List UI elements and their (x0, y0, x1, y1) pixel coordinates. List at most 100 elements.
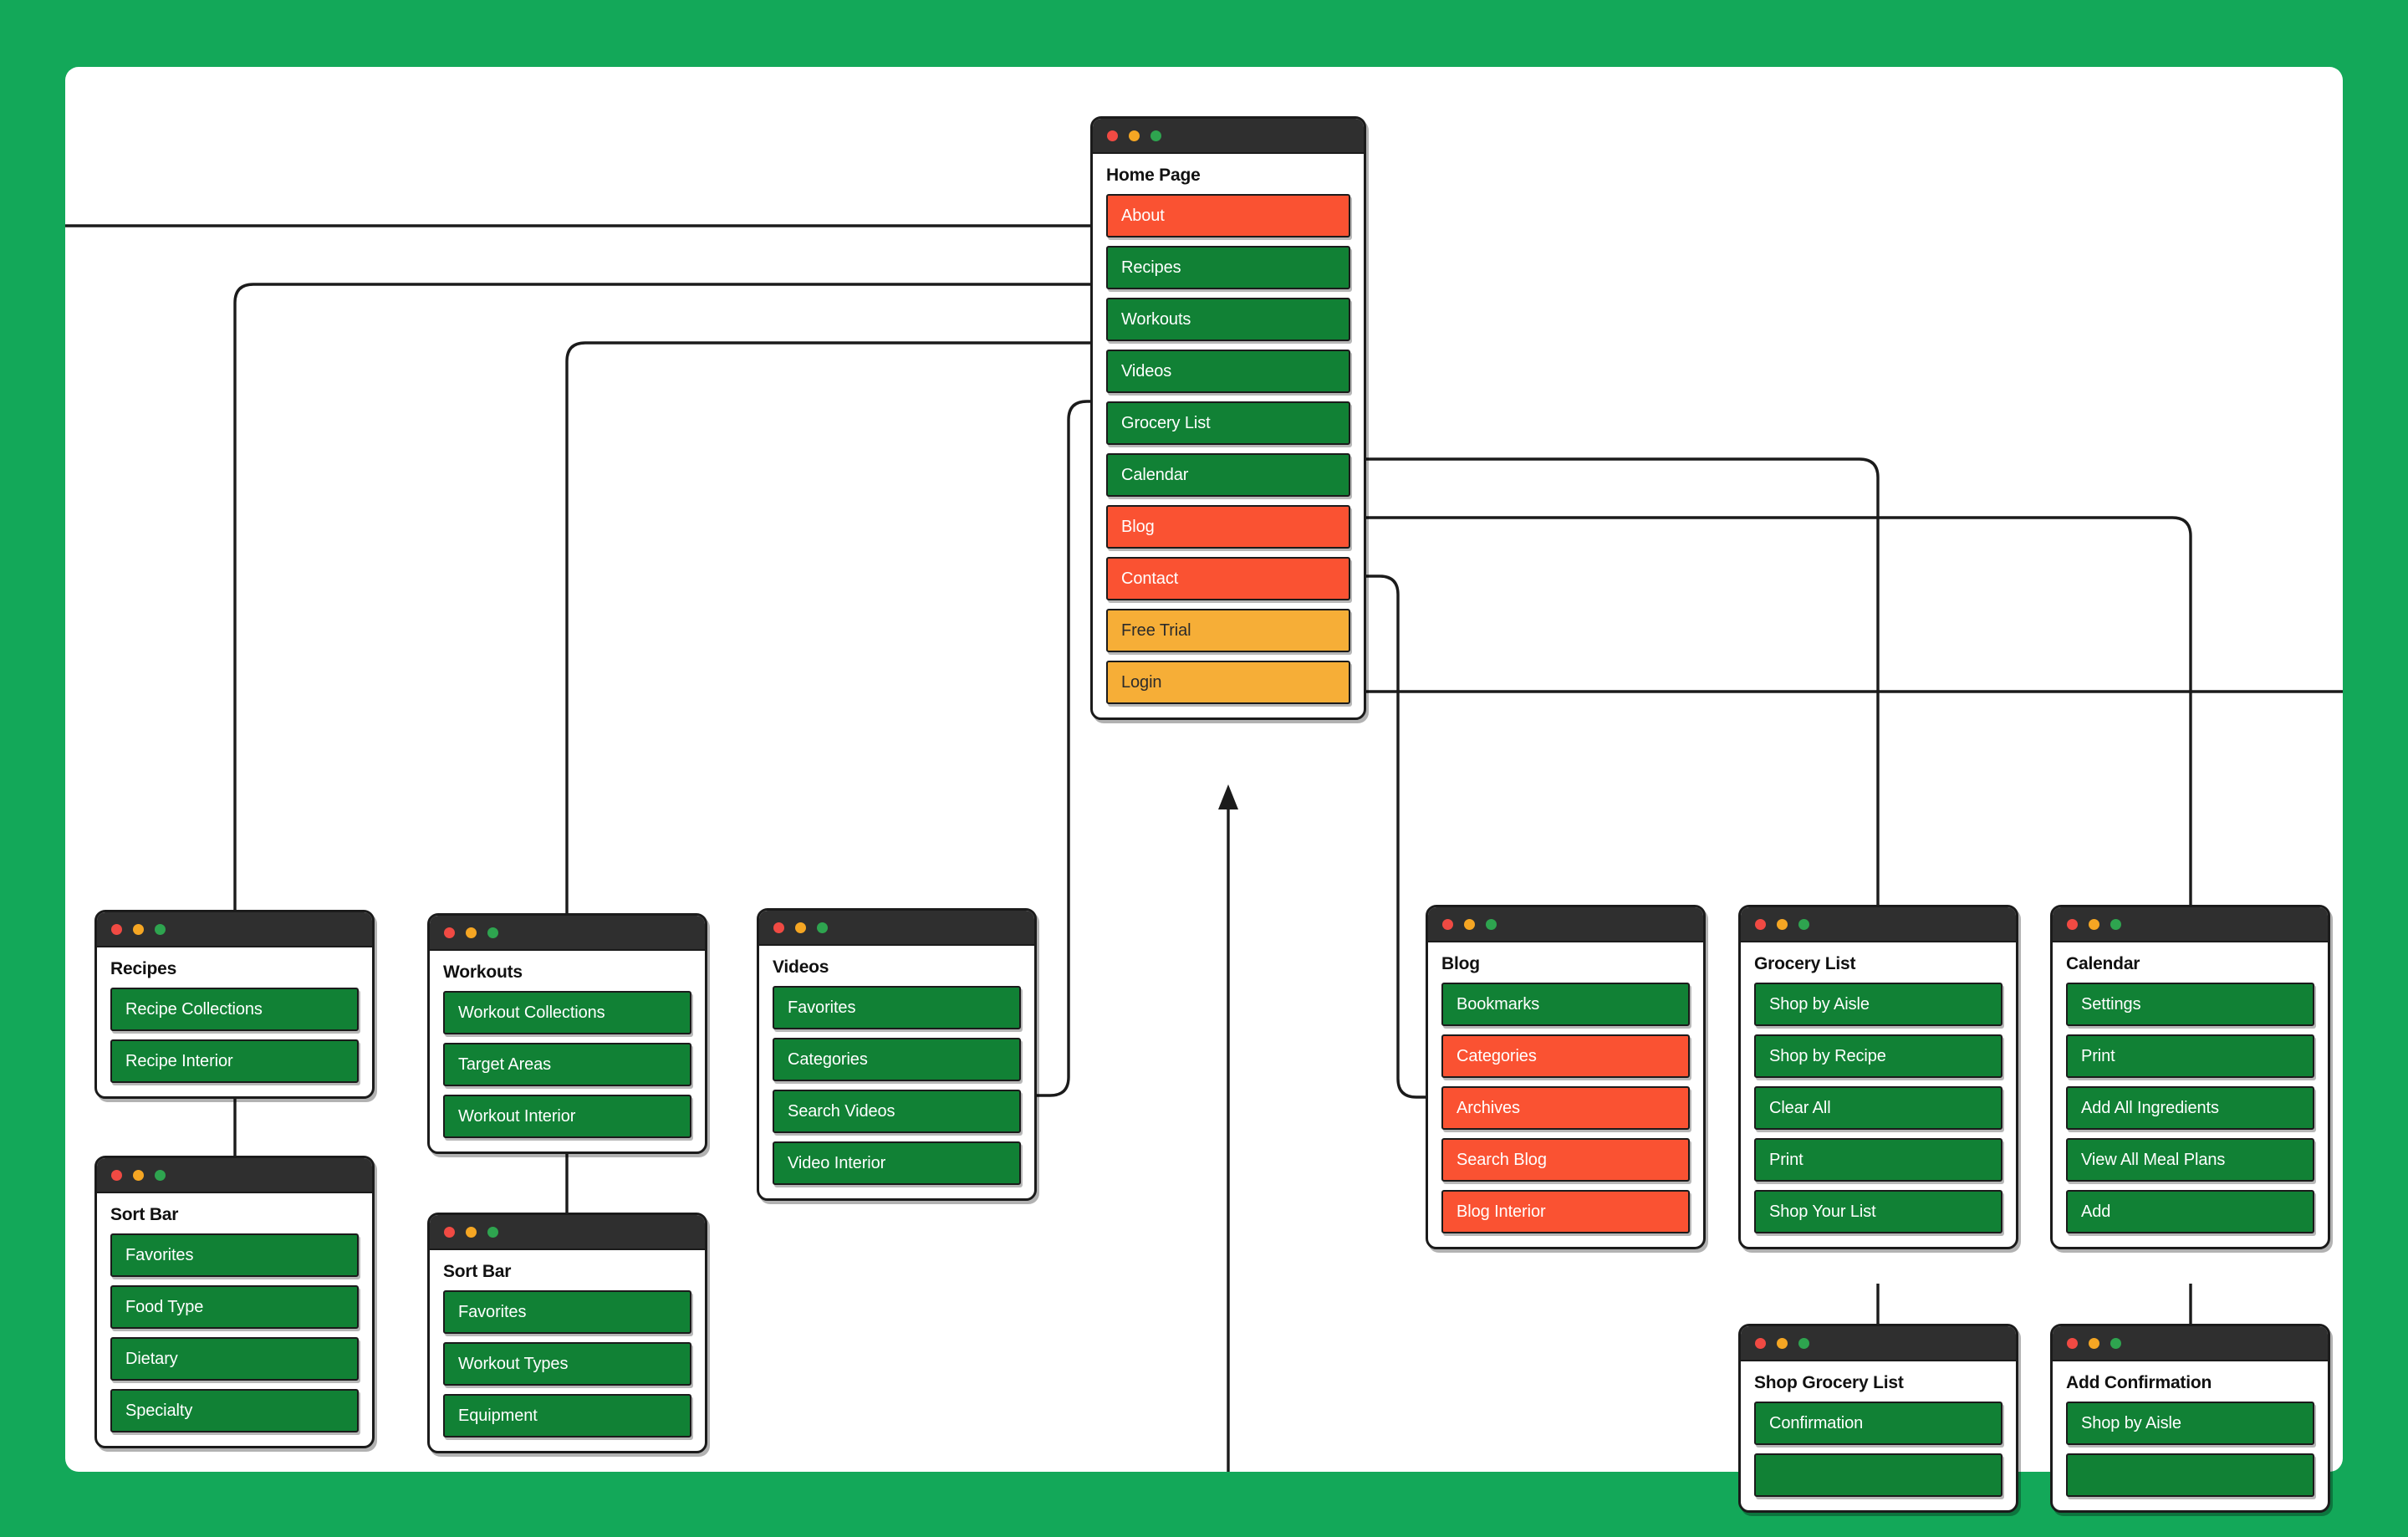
maximize-icon[interactable] (1486, 918, 1497, 930)
nav-item-print[interactable]: Print (2066, 1034, 2314, 1079)
nav-item-about[interactable]: About (1106, 194, 1350, 238)
nav-item-confirmation[interactable]: Confirmation (1754, 1402, 2002, 1446)
card-title: Home Page (1106, 166, 1201, 185)
card-videos[interactable]: Videos Favorites Categories Search Video… (757, 908, 1037, 1202)
nav-item-categories[interactable]: Categories (1441, 1034, 1690, 1079)
nav-item-bookmarks[interactable]: Bookmarks (1441, 983, 1690, 1027)
nav-item-shop-by-aisle[interactable]: Shop by Aisle (1754, 983, 2002, 1027)
nav-item-food-type[interactable]: Food Type (110, 1285, 359, 1330)
card-home-page[interactable]: Home Page About Recipes Workouts Videos … (1090, 116, 1366, 721)
nav-item-recipe-collections[interactable]: Recipe Collections (110, 988, 359, 1032)
card-body: Blog Bookmarks Categories Archives Searc… (1428, 942, 1703, 1247)
maximize-icon[interactable] (2110, 1337, 2121, 1349)
close-icon[interactable] (1107, 130, 1118, 141)
nav-item-categories[interactable]: Categories (773, 1038, 1021, 1082)
nav-item-archives[interactable]: Archives (1441, 1086, 1690, 1131)
card-title: Videos (773, 957, 829, 977)
maximize-icon[interactable] (487, 927, 498, 938)
minimize-icon[interactable] (1777, 918, 1788, 930)
nav-item-login[interactable]: Login (1106, 661, 1350, 705)
close-icon[interactable] (1442, 918, 1453, 930)
maximize-icon[interactable] (817, 922, 828, 933)
card-title: Blog (1441, 954, 1480, 973)
nav-item-contact[interactable]: Contact (1106, 557, 1350, 601)
card-grocery-list[interactable]: Grocery List Shop by Aisle Shop by Recip… (1738, 905, 2018, 1250)
nav-item-add[interactable]: Add (2066, 1190, 2314, 1234)
close-icon[interactable] (111, 923, 122, 935)
nav-item-shop-by-aisle[interactable]: Shop by Aisle (2066, 1402, 2314, 1446)
nav-item-clipped[interactable] (2066, 1453, 2314, 1498)
nav-item-workout-types[interactable]: Workout Types (443, 1342, 691, 1386)
nav-item-blog-interior[interactable]: Blog Interior (1441, 1190, 1690, 1234)
nav-item-equipment[interactable]: Equipment (443, 1394, 691, 1438)
nav-item-add-all-ingredients[interactable]: Add All Ingredients (2066, 1086, 2314, 1131)
minimize-icon[interactable] (133, 1169, 144, 1181)
nav-item-shop-your-list[interactable]: Shop Your List (1754, 1190, 2002, 1234)
maximize-icon[interactable] (155, 1169, 166, 1181)
titlebar (1741, 907, 2016, 942)
nav-item-workouts[interactable]: Workouts (1106, 298, 1350, 342)
card-shop-grocery-list[interactable]: Shop Grocery List Confirmation (1738, 1324, 2018, 1514)
maximize-icon[interactable] (1798, 918, 1809, 930)
minimize-icon[interactable] (1129, 130, 1140, 141)
nav-item-grocery-list[interactable]: Grocery List (1106, 401, 1350, 446)
card-title: Workouts (443, 963, 523, 982)
nav-item-favorites[interactable]: Favorites (443, 1290, 691, 1335)
card-body: Sort Bar Favorites Workout Types Equipme… (430, 1250, 705, 1451)
card-sort-bar-recipes[interactable]: Sort Bar Favorites Food Type Dietary Spe… (94, 1156, 375, 1449)
card-title: Sort Bar (110, 1205, 179, 1224)
maximize-icon[interactable] (155, 923, 166, 935)
nav-item-dietary[interactable]: Dietary (110, 1337, 359, 1381)
titlebar (1093, 119, 1364, 154)
card-calendar[interactable]: Calendar Settings Print Add All Ingredie… (2050, 905, 2330, 1250)
close-icon[interactable] (444, 1226, 455, 1238)
nav-item-blog[interactable]: Blog (1106, 505, 1350, 549)
minimize-icon[interactable] (2089, 1337, 2099, 1349)
minimize-icon[interactable] (466, 927, 477, 938)
minimize-icon[interactable] (2089, 918, 2099, 930)
nav-item-free-trial[interactable]: Free Trial (1106, 609, 1350, 653)
nav-item-workout-collections[interactable]: Workout Collections (443, 991, 691, 1035)
close-icon[interactable] (2067, 1337, 2078, 1349)
nav-item-print[interactable]: Print (1754, 1138, 2002, 1182)
nav-item-recipe-interior[interactable]: Recipe Interior (110, 1039, 359, 1084)
titlebar (97, 912, 372, 947)
nav-item-clipped[interactable] (1754, 1453, 2002, 1498)
nav-item-search-blog[interactable]: Search Blog (1441, 1138, 1690, 1182)
card-body: Add Confirmation Shop by Aisle (2053, 1361, 2328, 1510)
maximize-icon[interactable] (1150, 130, 1161, 141)
nav-item-clear-all[interactable]: Clear All (1754, 1086, 2002, 1131)
maximize-icon[interactable] (1798, 1337, 1809, 1349)
close-icon[interactable] (444, 927, 455, 938)
close-icon[interactable] (2067, 918, 2078, 930)
nav-item-shop-by-recipe[interactable]: Shop by Recipe (1754, 1034, 2002, 1079)
close-icon[interactable] (111, 1169, 122, 1181)
nav-item-favorites[interactable]: Favorites (773, 986, 1021, 1030)
nav-item-search-videos[interactable]: Search Videos (773, 1090, 1021, 1134)
card-add-confirmation[interactable]: Add Confirmation Shop by Aisle (2050, 1324, 2330, 1514)
minimize-icon[interactable] (795, 922, 806, 933)
nav-item-favorites[interactable]: Favorites (110, 1233, 359, 1278)
minimize-icon[interactable] (466, 1226, 477, 1238)
nav-item-target-areas[interactable]: Target Areas (443, 1043, 691, 1087)
minimize-icon[interactable] (133, 923, 144, 935)
minimize-icon[interactable] (1777, 1337, 1788, 1349)
nav-item-video-interior[interactable]: Video Interior (773, 1141, 1021, 1186)
nav-item-calendar[interactable]: Calendar (1106, 453, 1350, 498)
close-icon[interactable] (773, 922, 784, 933)
card-recipes[interactable]: Recipes Recipe Collections Recipe Interi… (94, 910, 375, 1100)
maximize-icon[interactable] (487, 1226, 498, 1238)
nav-item-recipes[interactable]: Recipes (1106, 246, 1350, 290)
card-workouts[interactable]: Workouts Workout Collections Target Area… (427, 913, 707, 1155)
nav-item-specialty[interactable]: Specialty (110, 1389, 359, 1433)
close-icon[interactable] (1755, 1337, 1766, 1349)
card-blog[interactable]: Blog Bookmarks Categories Archives Searc… (1426, 905, 1706, 1250)
nav-item-workout-interior[interactable]: Workout Interior (443, 1095, 691, 1139)
nav-item-settings[interactable]: Settings (2066, 983, 2314, 1027)
close-icon[interactable] (1755, 918, 1766, 930)
maximize-icon[interactable] (2110, 918, 2121, 930)
nav-item-view-all-meal-plans[interactable]: View All Meal Plans (2066, 1138, 2314, 1182)
minimize-icon[interactable] (1464, 918, 1475, 930)
card-sort-bar-workouts[interactable]: Sort Bar Favorites Workout Types Equipme… (427, 1213, 707, 1454)
nav-item-videos[interactable]: Videos (1106, 350, 1350, 394)
